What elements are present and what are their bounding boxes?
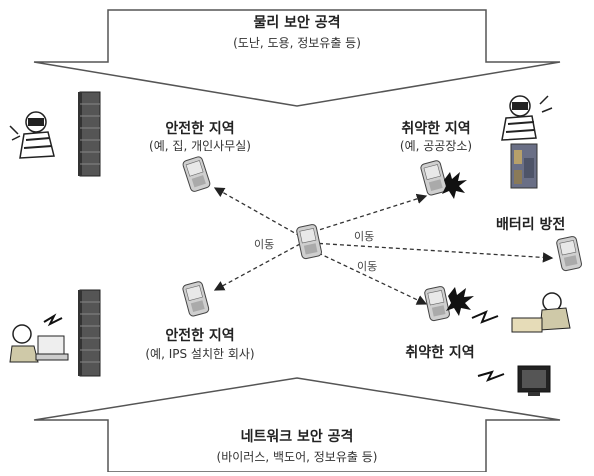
battery-drain-title: 배터리 방전: [496, 217, 566, 233]
computer-monitor-icon: [477, 365, 551, 396]
physical-attack-title: 물리 보안 공격: [253, 15, 341, 31]
vuln-zone-bottom-title: 취약한 지역: [405, 345, 475, 361]
move-label-right-lower: 이동: [357, 260, 378, 273]
phone-safe-top-icon: [182, 156, 211, 192]
physical-attack-arrow: [33, 9, 561, 107]
move-label-right: 이동: [354, 230, 375, 243]
safe-zone-bottom-subtitle: (예, IPS 설치한 회사): [145, 347, 255, 361]
move-line-safe-bottom: [213, 243, 301, 291]
vuln-zone-top-title: 취약한 지역: [401, 121, 471, 137]
network-attack-subtitle: (바이러스, 백도어, 정보유출 등): [216, 450, 378, 464]
move-line-safe-top: [213, 187, 301, 237]
safe-zone-bottom-title: 안전한 지역: [165, 328, 235, 344]
phone-vuln-top-icon: [420, 160, 448, 196]
vuln-zone-top-subtitle: (예, 공공장소): [399, 139, 473, 153]
thief-icon: [501, 95, 553, 141]
safe-zone-top-subtitle: (예, 집, 개인사무실): [149, 139, 251, 153]
public-place-photo-icon: [510, 143, 538, 189]
firewall-top-icon: [78, 91, 101, 177]
safe-zone-top-title: 안전한 지역: [165, 121, 235, 137]
physical-attack-subtitle: (도난, 도용, 정보유출 등): [233, 36, 361, 50]
move-line-vuln-top: [299, 193, 428, 237]
phone-vuln-bottom-icon: [424, 286, 450, 322]
movement-lines: [213, 187, 554, 305]
phone-safe-bottom-icon: [182, 281, 210, 317]
move-line-battery: [311, 242, 554, 263]
phone-battery-icon: [556, 236, 582, 272]
move-line-vuln-bottom: [311, 249, 428, 305]
network-attack-title: 네트워크 보안 공격: [240, 429, 354, 445]
hacker-computer-icon: [9, 313, 69, 363]
attack-burst-icon: [446, 287, 474, 316]
attack-burst-icon: [442, 172, 467, 199]
thief-icon: [9, 111, 55, 159]
move-label-left: 이동: [254, 238, 275, 251]
firewall-bottom-icon: [78, 289, 101, 377]
center-phone-icon: [296, 224, 322, 260]
hacker-computer-icon: [471, 292, 571, 333]
